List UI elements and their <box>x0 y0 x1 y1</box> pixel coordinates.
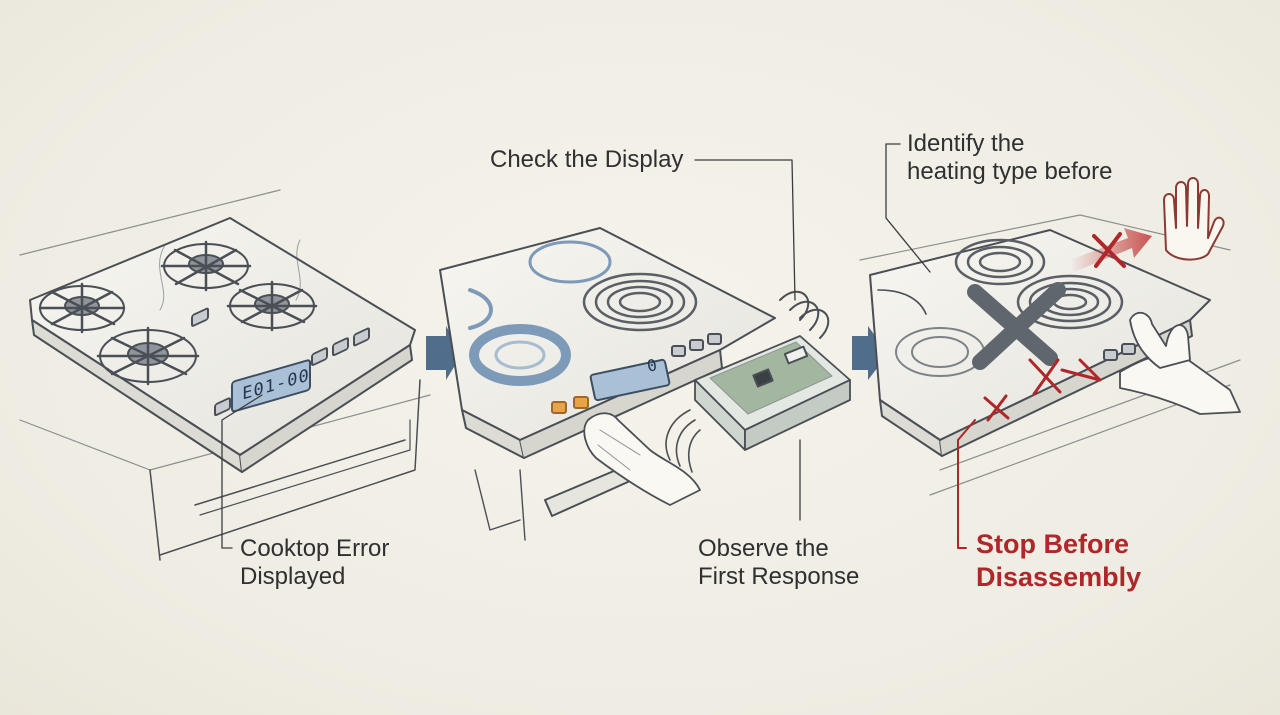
control-button[interactable] <box>332 337 349 357</box>
panel-2-electric-cooktop <box>439 159 851 541</box>
orange-button[interactable] <box>551 401 567 414</box>
control-button[interactable] <box>689 339 704 351</box>
caption-observe-response: Observe the First Response <box>698 535 859 591</box>
control-button[interactable] <box>707 333 722 345</box>
caption-line: Observe the <box>698 535 829 562</box>
caption-cooktop-error: Cooktop Error Displayed <box>240 535 389 591</box>
hand-icon <box>583 412 701 506</box>
label-line: Identify the <box>907 130 1025 157</box>
coil-burner <box>582 272 698 332</box>
electric-burner <box>528 240 612 284</box>
gas-burner <box>38 282 126 334</box>
hand-icon <box>1129 311 1191 369</box>
control-button[interactable] <box>353 327 370 347</box>
warning-line: Stop Before <box>976 529 1130 559</box>
label-check-display: Check the Display <box>490 146 683 174</box>
control-button[interactable] <box>671 345 686 357</box>
panel-1-gas-cooktop <box>19 189 431 561</box>
panel-3-warning-cooktop <box>859 143 1241 549</box>
control-board <box>694 335 851 451</box>
control-button[interactable] <box>214 397 231 417</box>
electric-burner <box>468 288 493 330</box>
label-line: heating type before <box>907 158 1113 185</box>
caption-line: Cooktop Error <box>240 535 390 562</box>
error-display <box>231 359 311 413</box>
gas-burner <box>226 280 318 332</box>
x-mark-icon <box>983 394 1010 422</box>
gas-burner <box>160 240 252 292</box>
coil-burner <box>1016 274 1124 330</box>
warning-stop-before-disassembly: Stop Before Disassembly <box>976 528 1141 594</box>
control-button[interactable] <box>311 347 328 366</box>
stop-hand-icon <box>1163 177 1225 261</box>
hand-icon <box>1119 352 1241 415</box>
control-button[interactable] <box>191 307 209 327</box>
electric-burner <box>469 324 571 386</box>
caption-line: Displayed <box>240 563 346 590</box>
no-entry-arrow-icon <box>1070 228 1152 272</box>
x-mark-icon <box>1028 358 1062 396</box>
x-mark-icon <box>967 282 1066 370</box>
coil-burner <box>954 238 1046 286</box>
arrow-right-icon <box>852 326 888 380</box>
label-line: Check the Display <box>490 146 684 173</box>
display-panel <box>589 358 671 402</box>
warning-line: Disassembly <box>976 562 1142 592</box>
label-identify-heating-type: Identify the heating type before <box>907 130 1113 186</box>
gas-burner <box>96 326 200 386</box>
orange-button[interactable] <box>573 396 589 409</box>
caption-line: First Response <box>698 563 860 590</box>
